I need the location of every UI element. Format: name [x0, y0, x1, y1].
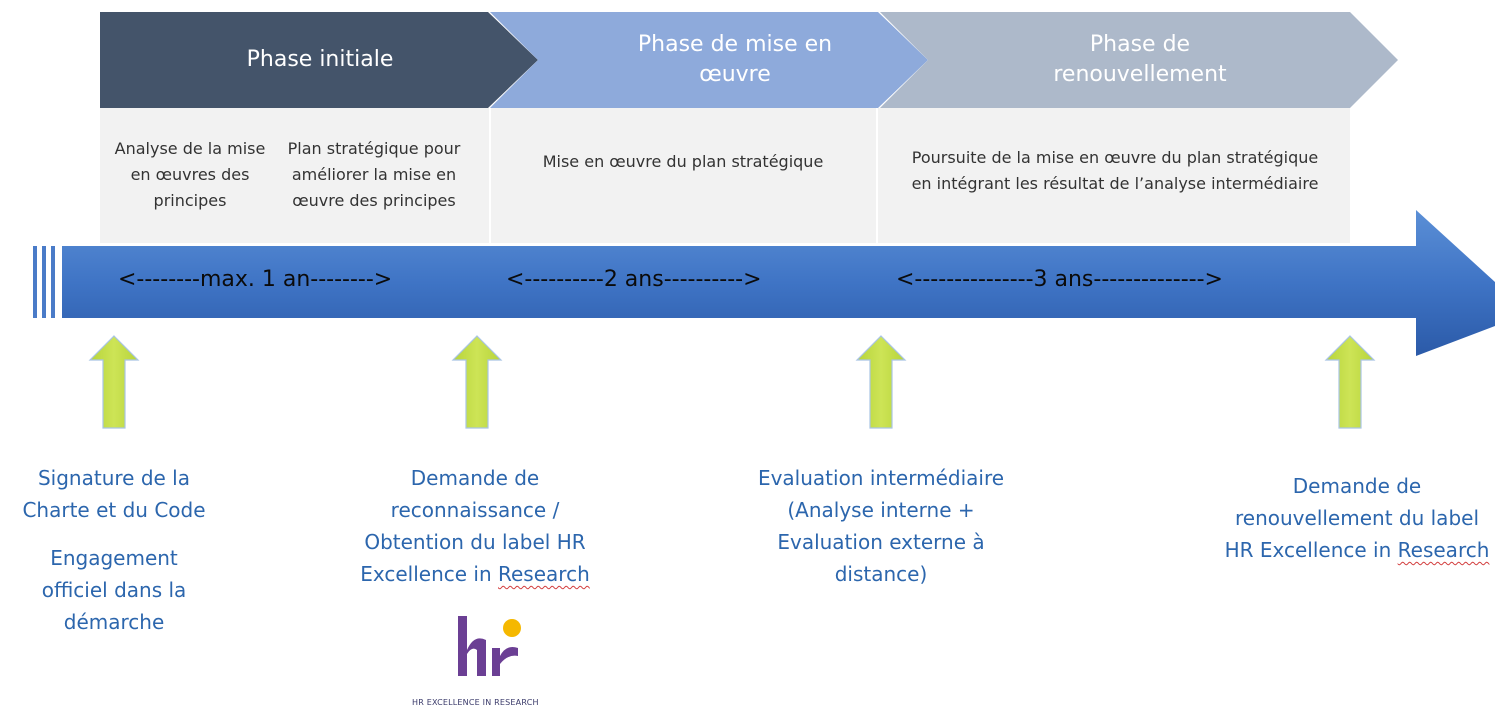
desc-implementation: Mise en œuvre du plan stratégique [542, 152, 824, 171]
timeline-tail-stripe [33, 246, 37, 318]
desc-analysis: Analyse de la mise en œuvres des princip… [114, 139, 266, 210]
logo-caption: HR EXCELLENCE IN RESEARCH [412, 698, 539, 707]
phase-renewal-chevron [880, 12, 1398, 108]
span-label-3: <---------------3 ans--------------> [896, 267, 1223, 292]
milestone-recognition: Demande de reconnaissance / Obtention du… [360, 466, 590, 586]
span-label-2: <----------2 ans----------> [506, 267, 762, 292]
desc-strategic-plan: Plan stratégique pour améliorer la mise … [287, 139, 461, 210]
desc-box-renewal [877, 108, 1350, 243]
logo-sun-icon [503, 619, 521, 637]
milestone-renewal: Demande de renouvellement du label HR Ex… [1224, 474, 1490, 562]
desc-box-initial [100, 108, 490, 243]
milestone-arrow-4 [1324, 335, 1376, 429]
timeline-tail-stripe [42, 246, 46, 318]
hr-logo [458, 616, 521, 676]
timeline-tail-stripe [51, 246, 55, 318]
desc-renewal: Poursuite de la mise en œuvre du plan st… [911, 148, 1319, 193]
timeline-arrow [62, 210, 1495, 356]
phase-title-implementation: Phase de mise en œuvre [637, 32, 833, 87]
phase-title-initial: Phase initiale [246, 47, 394, 72]
milestone-arrow-2 [451, 335, 503, 429]
milestone-arrow-1 [88, 335, 140, 429]
phase-implementation-chevron [490, 12, 928, 108]
milestone-evaluation: Evaluation intermédiaire (Analyse intern… [757, 466, 1005, 586]
phase-title-renewal: Phase de renouvellement [1053, 32, 1227, 87]
milestone-signature: Signature de la Charte et du Code Engage… [22, 466, 206, 634]
phase-initial-chevron [100, 12, 538, 108]
span-label-1: <--------max. 1 an--------> [118, 267, 393, 292]
desc-box-implementation [490, 108, 877, 243]
milestone-arrow-3 [855, 335, 907, 429]
